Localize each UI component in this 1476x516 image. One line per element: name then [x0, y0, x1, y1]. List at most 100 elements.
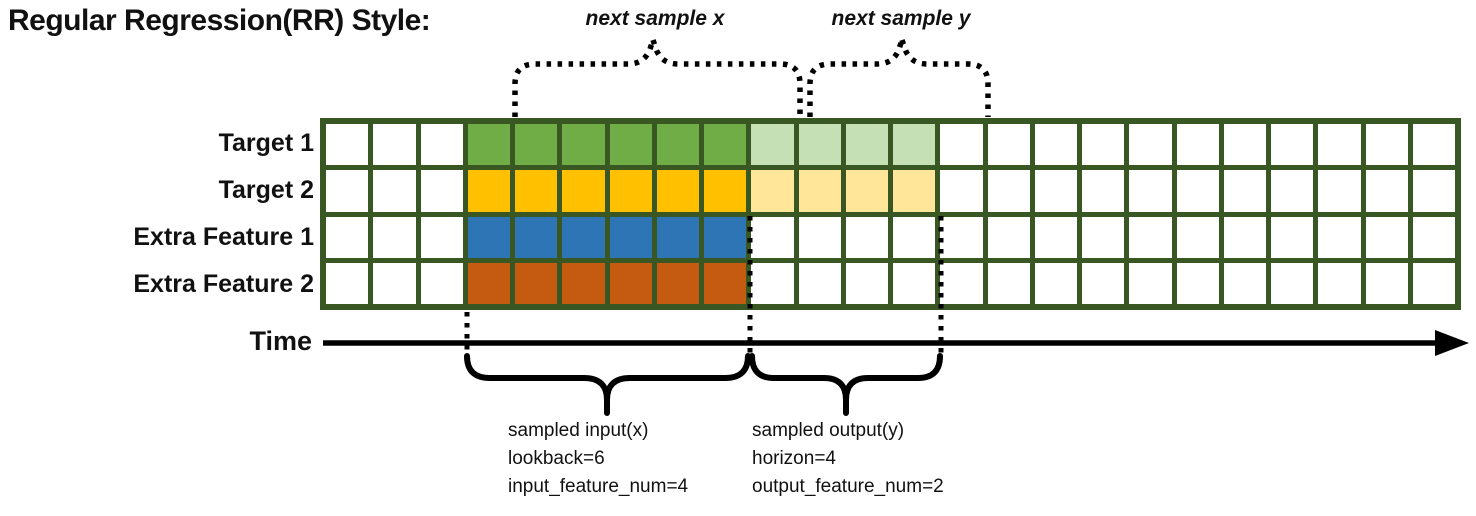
- grid-cell: [940, 170, 983, 212]
- grid-cell: [326, 170, 369, 212]
- sampled-input-brace: [464, 353, 751, 416]
- grid-cell: [1223, 262, 1266, 304]
- grid-cell: [1365, 170, 1408, 212]
- next-sample-y-brace: [807, 39, 991, 117]
- grid-cell: [1129, 262, 1172, 304]
- grid-cell: [1223, 216, 1266, 258]
- grid-cell: [751, 216, 794, 258]
- grid-cell: [751, 124, 794, 166]
- grid-cell: [704, 262, 747, 304]
- grid-cell: [467, 262, 510, 304]
- grid-cell: [1176, 216, 1219, 258]
- grid-cell: [798, 216, 841, 258]
- sampled-output-brace: [749, 353, 943, 416]
- grid-cell: [467, 124, 510, 166]
- grid-cell: [1034, 170, 1077, 212]
- grid-cell: [987, 262, 1030, 304]
- grid-cell: [1365, 262, 1408, 304]
- grid-cell: [1176, 262, 1219, 304]
- grid-cell: [940, 262, 983, 304]
- grid-cell: [1129, 124, 1172, 166]
- horizon-value: horizon=4: [752, 448, 836, 469]
- grid-cell: [1034, 216, 1077, 258]
- grid-cell: [326, 124, 369, 166]
- grid-cell: [987, 124, 1030, 166]
- row-label-extra-feature-1: Extra Feature 1: [133, 223, 314, 251]
- page-title: Regular Regression(RR) Style:: [8, 4, 431, 37]
- next-sample-y-label: next sample y: [831, 7, 971, 30]
- input-feature-num-value: input_feature_num=4: [508, 476, 689, 497]
- row-label-extra-feature-2: Extra Feature 2: [133, 270, 314, 298]
- grid-cell: [326, 262, 369, 304]
- grid-cell: [704, 170, 747, 212]
- grid-cell: [940, 216, 983, 258]
- sampled-output-annotation: sampled output(y) horizon=4 output_featu…: [752, 417, 944, 501]
- grid-cell: [845, 170, 888, 212]
- grid-cell: [515, 124, 558, 166]
- grid-cell: [893, 262, 936, 304]
- grid-cell: [609, 262, 652, 304]
- next-sample-x-brace: [512, 39, 803, 117]
- grid-cell: [1034, 262, 1077, 304]
- grid-cell: [1365, 124, 1408, 166]
- grid-cell: [373, 216, 416, 258]
- time-arrowhead: [1435, 330, 1469, 356]
- grid-cell: [751, 262, 794, 304]
- grid-cell: [1318, 170, 1361, 212]
- grid-cell: [373, 170, 416, 212]
- grid-cell: [987, 170, 1030, 212]
- grid-cell: [562, 216, 605, 258]
- grid-cell: [1412, 262, 1455, 304]
- grid-cell: [1318, 262, 1361, 304]
- grid-cell: [1271, 262, 1314, 304]
- grid-cell: [751, 170, 794, 212]
- grid-cell: [1412, 170, 1455, 212]
- grid-cell: [1129, 170, 1172, 212]
- grid-cell: [656, 124, 699, 166]
- grid-cell: [1318, 216, 1361, 258]
- grid-cell: [845, 124, 888, 166]
- grid-cell: [1412, 124, 1455, 166]
- grid-cell: [326, 216, 369, 258]
- grid-cell: [798, 124, 841, 166]
- time-axis-label: Time: [249, 326, 312, 356]
- grid-cell: [656, 262, 699, 304]
- grid-cell: [1412, 216, 1455, 258]
- grid-cell: [562, 124, 605, 166]
- grid-cell: [562, 170, 605, 212]
- grid-cell: [1223, 124, 1266, 166]
- time-arrow: [323, 330, 1469, 356]
- grid-cell: [1271, 216, 1314, 258]
- grid-cell: [893, 124, 936, 166]
- sampled-output-title: sampled output(y): [752, 420, 905, 441]
- grid-cell: [1034, 124, 1077, 166]
- grid-cell: [420, 262, 463, 304]
- row-label-target-2: Target 2: [218, 176, 314, 204]
- grid-cell: [1176, 170, 1219, 212]
- grid-cell: [704, 216, 747, 258]
- feature-grid: [320, 118, 1461, 310]
- grid-cell: [845, 216, 888, 258]
- grid-cell: [1129, 216, 1172, 258]
- grid-cell: [609, 124, 652, 166]
- lookback-value: lookback=6: [508, 448, 605, 469]
- grid-cell: [845, 262, 888, 304]
- grid-cell: [1082, 170, 1125, 212]
- grid-cell: [420, 216, 463, 258]
- grid-cell: [1223, 170, 1266, 212]
- grid-cell: [467, 216, 510, 258]
- row-label-target-1: Target 1: [218, 129, 314, 157]
- grid-cell: [798, 262, 841, 304]
- grid-cell: [420, 170, 463, 212]
- grid-cell: [373, 262, 416, 304]
- grid-cell: [467, 170, 510, 212]
- sampled-input-title: sampled input(x): [508, 420, 649, 441]
- grid-cell: [609, 216, 652, 258]
- grid-cell: [893, 216, 936, 258]
- grid-cell: [1176, 124, 1219, 166]
- grid-cell: [1271, 170, 1314, 212]
- grid-cell: [1082, 216, 1125, 258]
- grid-cell: [1271, 124, 1314, 166]
- next-sample-x-label: next sample x: [585, 7, 725, 30]
